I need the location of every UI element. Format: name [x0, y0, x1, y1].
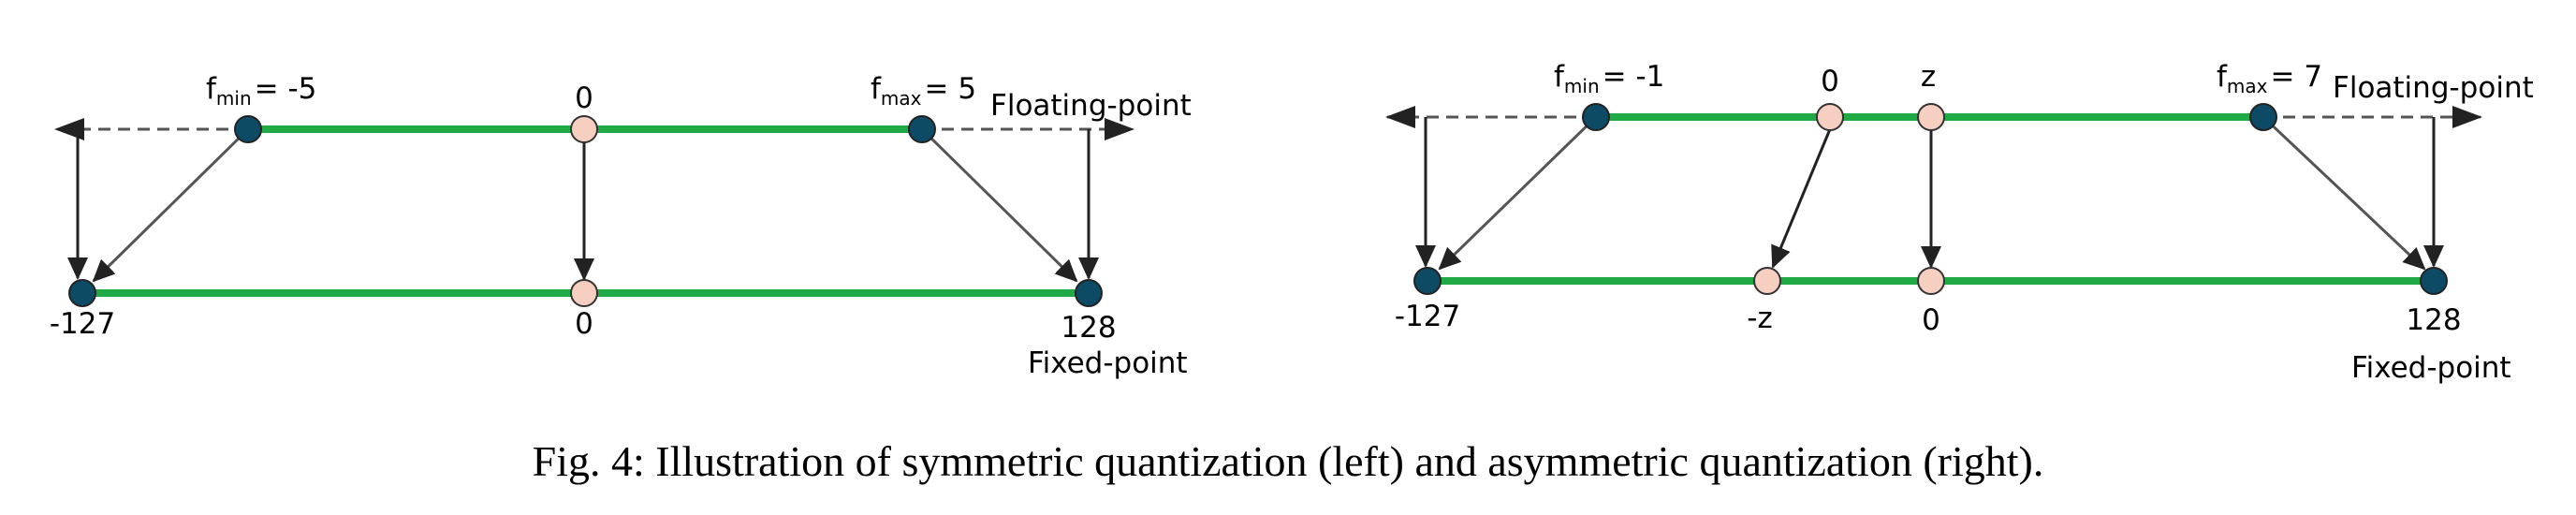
asymmetric-diagram: fmin= -1 0 z fmax= 7 Floating-point -127… [1385, 60, 2534, 385]
fixed-min-label: -127 [50, 307, 115, 341]
floating-point-label: Floating-point [990, 89, 1192, 123]
fixed-zero-label: 0 [575, 307, 593, 341]
figure-caption: Fig. 4: Illustration of symmetric quanti… [533, 437, 2044, 485]
fmin-node [234, 115, 262, 143]
map-arrow-fmax [920, 127, 1078, 283]
fixed-min-label: -127 [1395, 300, 1460, 333]
floating-point-label: Floating-point [2333, 71, 2534, 105]
float-z-label: z [1921, 60, 1936, 94]
fixed-max-node [2420, 267, 2448, 295]
fixed-max-node [1075, 279, 1103, 307]
fmax-label: fmax= 7 [2217, 60, 2322, 97]
map-arrow-fmin [92, 127, 250, 283]
fixed-zero-node [1917, 267, 1945, 295]
fixed-negz-label: -z [1747, 302, 1772, 335]
fixed-min-node [1413, 267, 1442, 295]
map-arrow-fmin [1438, 115, 1598, 271]
float-zero-node [1816, 103, 1844, 131]
fmax-node [2249, 103, 2277, 131]
fmin-node [1582, 103, 1610, 131]
fixed-zero-label: 0 [1922, 303, 1940, 337]
fmin-label: fmin= -1 [1554, 60, 1664, 97]
fixed-min-node [68, 279, 96, 307]
fixed-max-label: 128 [2406, 303, 2461, 337]
map-arrow-fmax [2261, 115, 2426, 271]
map-arrow-float-zero [1771, 128, 1832, 269]
fixed-zero-node [570, 279, 598, 307]
fmin-label: fmin= -5 [206, 72, 316, 110]
symmetric-diagram: fmin= -5 0 fmax= 5 Floating-point -127 0… [50, 72, 1192, 380]
float-zero-label: 0 [575, 81, 593, 115]
fmax-node [908, 115, 936, 143]
fmax-label: fmax= 5 [871, 72, 976, 110]
float-z-node [1917, 103, 1945, 131]
float-zero-label: 0 [1821, 65, 1839, 98]
float-zero-node [570, 115, 598, 143]
fixed-negz-node [1753, 267, 1781, 295]
fixed-max-label: 128 [1061, 311, 1116, 345]
fixed-point-label: Fixed-point [1028, 346, 1188, 380]
fixed-point-label: Fixed-point [2351, 351, 2511, 385]
